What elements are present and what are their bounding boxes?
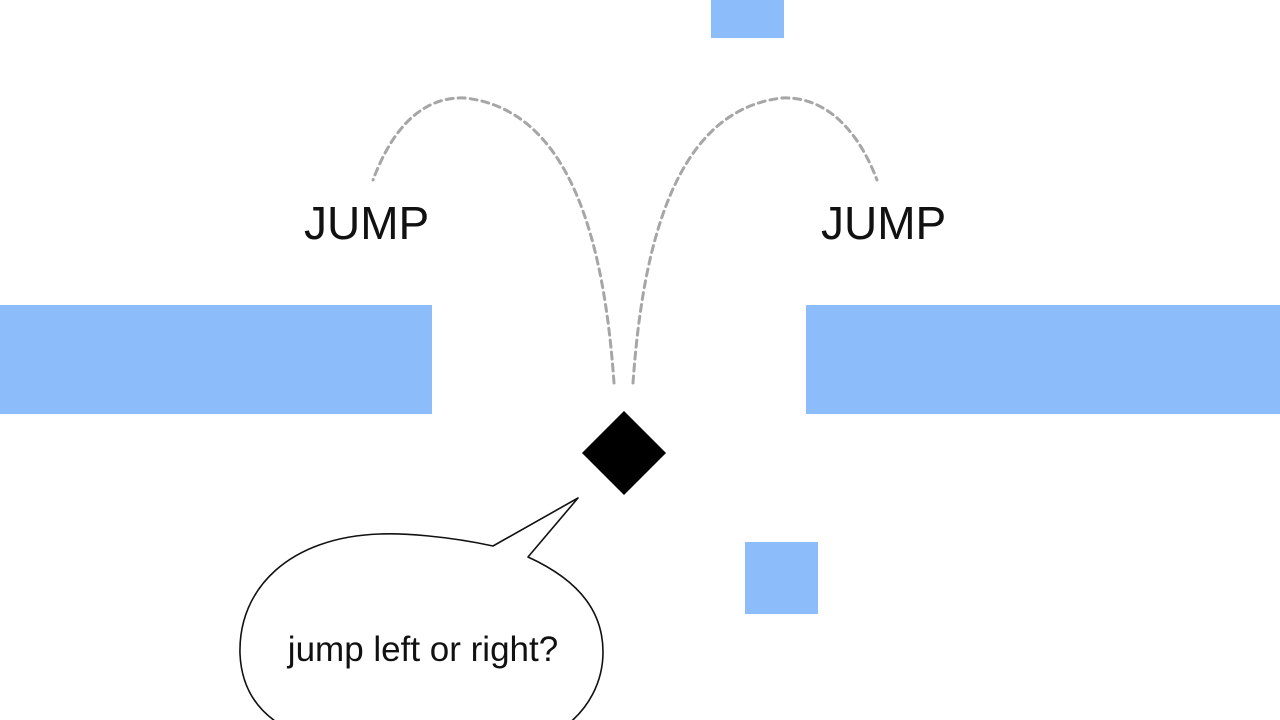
trajectory-right-arc	[631, 96, 879, 385]
diamond-player-icon	[582, 411, 666, 495]
speech-bubble	[239, 497, 604, 720]
platform-block-top	[711, 0, 784, 38]
platform-block-bottom	[745, 542, 818, 614]
platform-left	[0, 305, 432, 414]
jump-left-label: JUMP	[304, 197, 430, 249]
jump-right-label: JUMP	[821, 197, 947, 249]
platform-right	[806, 305, 1280, 414]
speech-bubble-text: jump left or right?	[287, 630, 559, 669]
trajectory-left-arc	[371, 96, 616, 385]
